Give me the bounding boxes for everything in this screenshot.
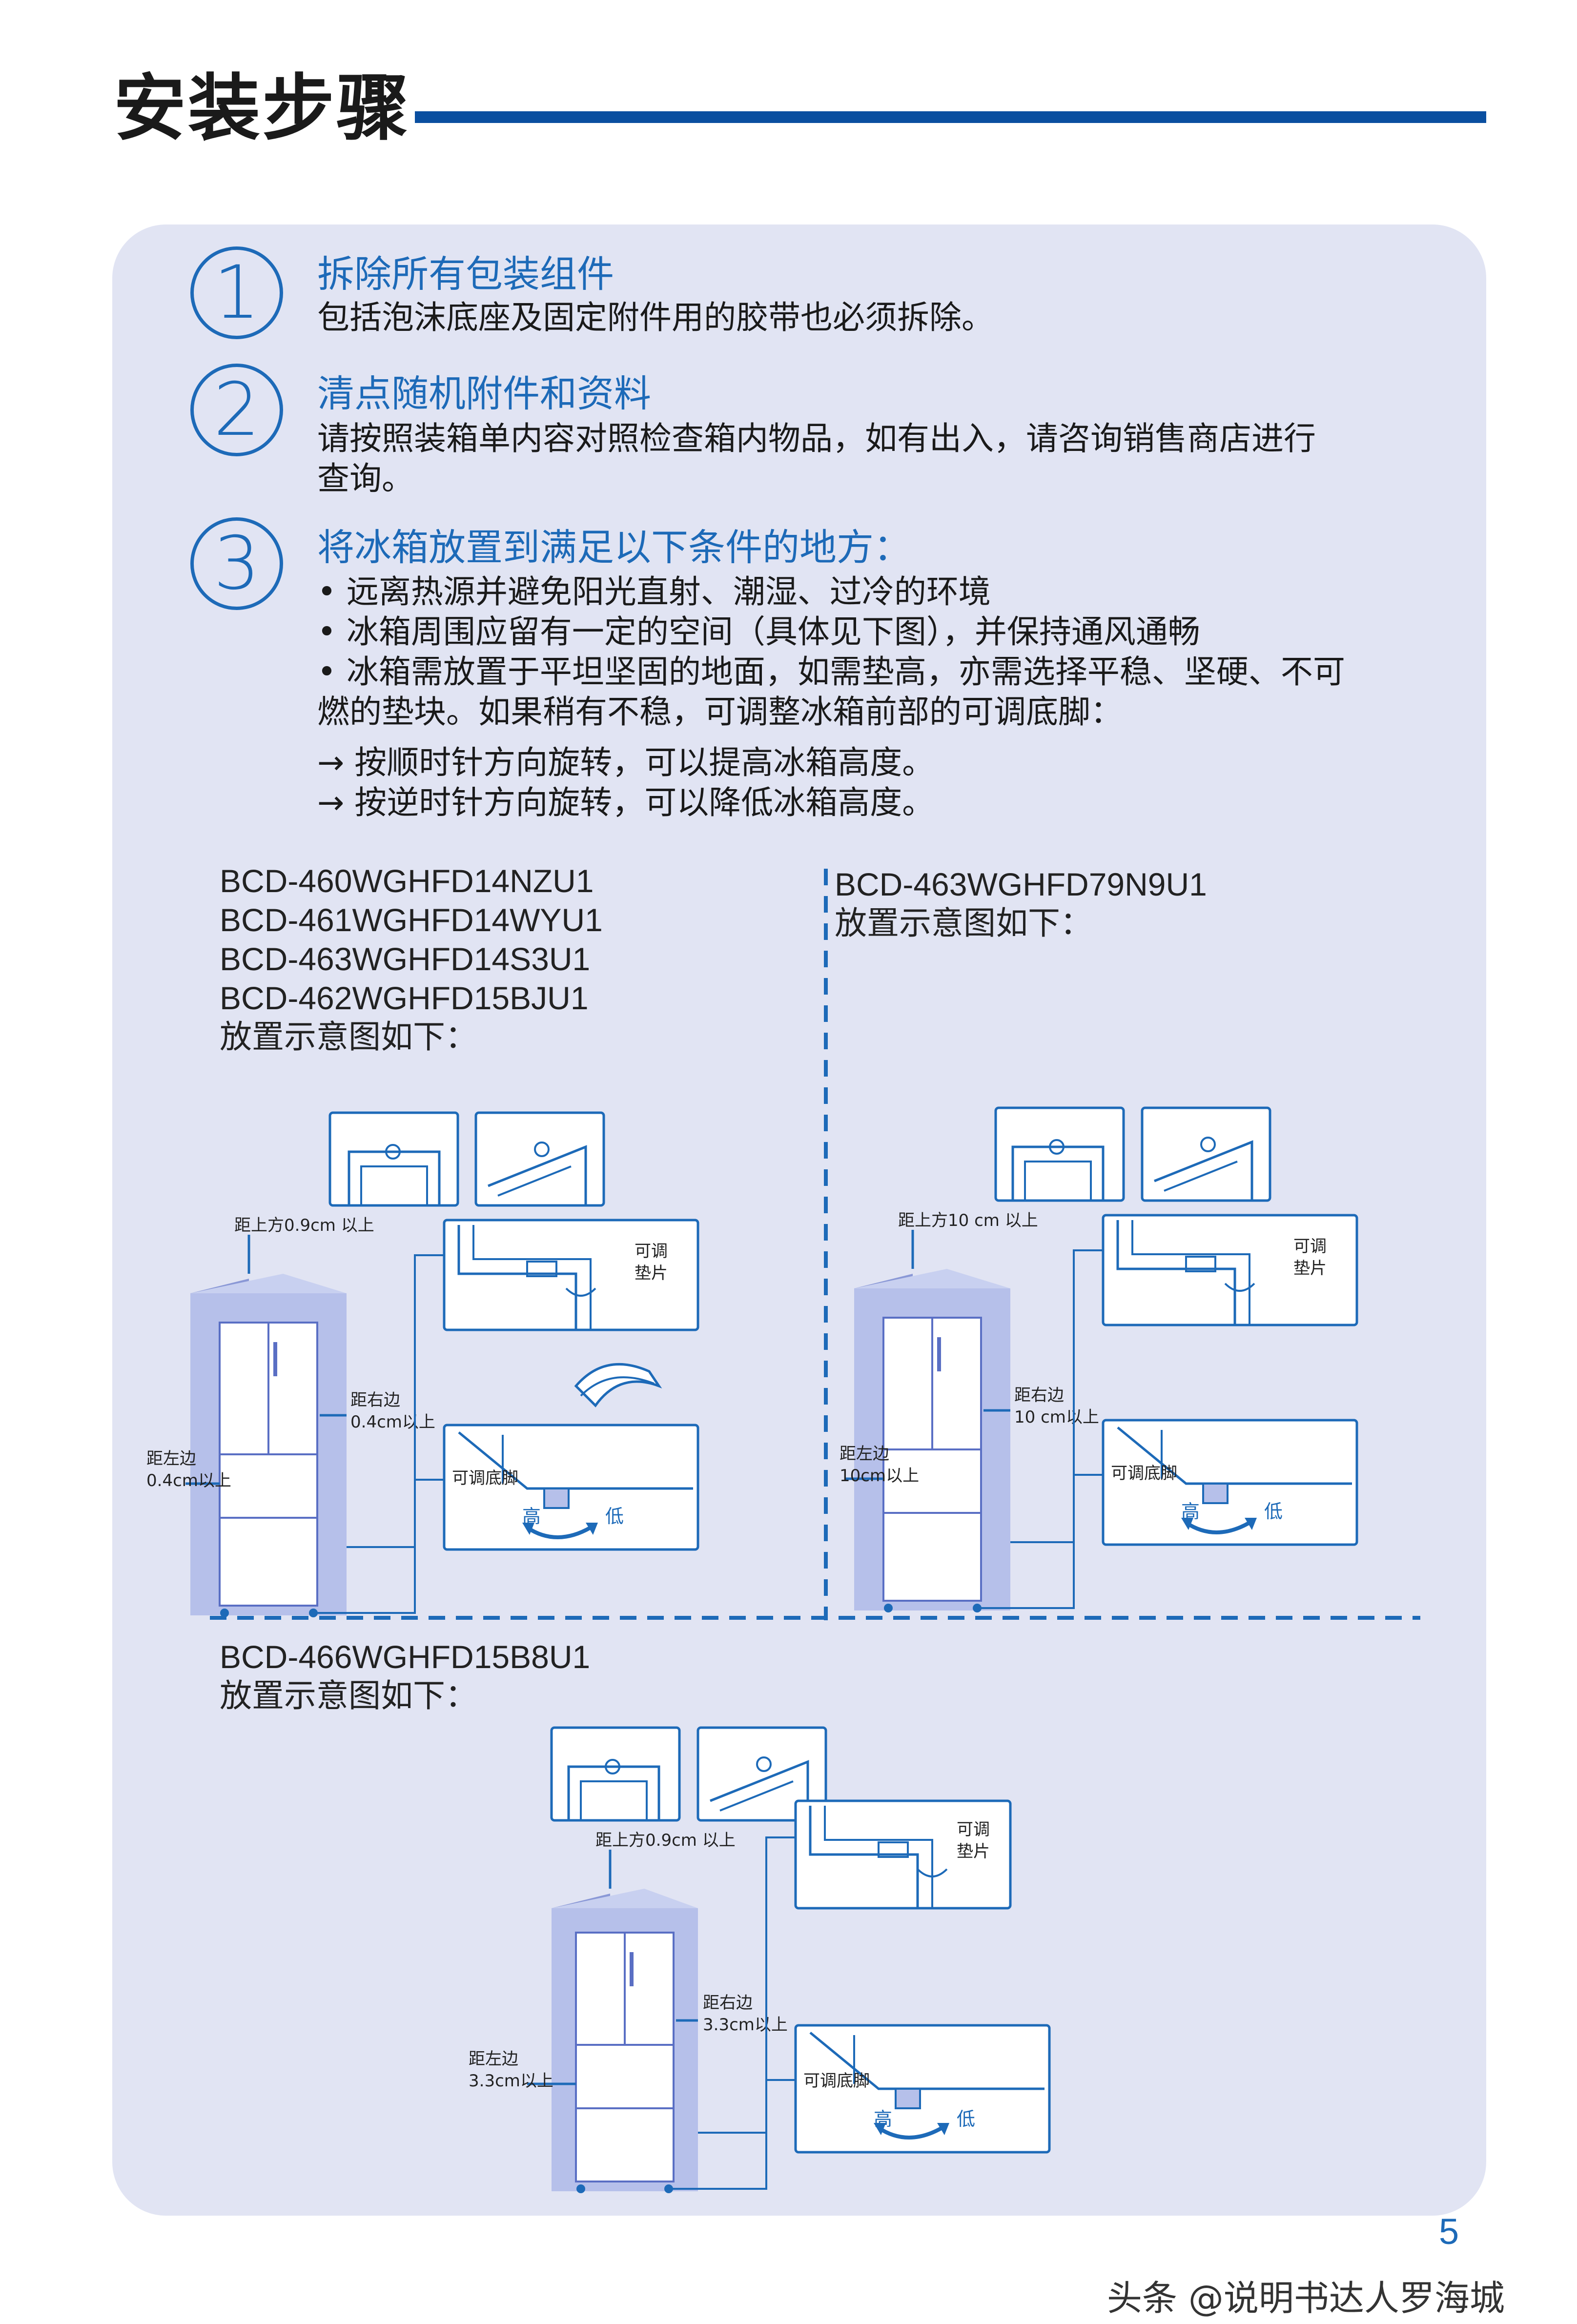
group-a-left-clearance-1: 距左边: [146, 1449, 196, 1468]
group-c-foot-label: 可调底脚: [803, 2071, 870, 2091]
group-b-left-clearance-1: 距左边: [840, 1444, 889, 1464]
title-rule: [415, 111, 1486, 123]
group-b-right-clearance-2: 10 cm以上: [1014, 1407, 1099, 1427]
group-a-shim-label-2: 垫片: [635, 1264, 668, 1283]
group-b-caption: 放置示意图如下：: [835, 904, 1092, 942]
group-c-shim-label-1: 可调: [957, 1820, 990, 1839]
page-title: 安装步骤: [114, 66, 410, 150]
hinge-thumbnail-5: [550, 1726, 681, 1822]
foot-detail-box: [443, 1424, 699, 1551]
group-a-right-clearance-2: 0.4cm以上: [350, 1412, 435, 1432]
step-2-body-line-2: 查询。: [317, 460, 414, 497]
group-a-model-1: BCD-460WGHFD14NZU1: [220, 863, 594, 899]
shim-part-icon: [574, 1363, 662, 1407]
shim-detail-box: [443, 1219, 699, 1331]
hinge-thumbnail-3: [994, 1106, 1125, 1202]
group-a-top-clearance: 距上方0.9cm 以上: [234, 1216, 374, 1235]
step-2-number-icon: 2: [190, 364, 283, 456]
group-c-right-clearance-1: 距右边: [703, 1993, 753, 2013]
group-a-caption: 放置示意图如下：: [220, 1018, 477, 1056]
step-2-body-line-1: 请按照装箱单内容对照检查箱内物品，如有出入，请咨询销售商店进行: [317, 420, 1316, 457]
hinge-thumbnail-4: [1141, 1106, 1271, 1202]
group-a-foot-label: 可调底脚: [452, 1468, 518, 1488]
group-b-foot-label: 可调底脚: [1111, 1464, 1177, 1483]
group-a-shim-label-1: 可调: [635, 1242, 668, 1261]
group-c-top-clearance: 距上方0.9cm 以上: [595, 1831, 736, 1850]
step-3-heading: 将冰箱放置到满足以下条件的地方：: [317, 526, 911, 569]
fridge-illustration: [190, 1274, 347, 1617]
group-a-right-clearance-1: 距右边: [350, 1390, 400, 1410]
group-a-diagram: 距上方0.9cm 以上 距右边 0.4cm以上 距左边 0.4cm以上 可调 垫…: [146, 1111, 699, 1617]
group-c-model-1: BCD-466WGHFD15B8U1: [220, 1639, 591, 1675]
step-3-bullet-3: • 冰箱需放置于平坦坚固的地面，如需垫高，亦需选择平稳、坚硬、不可: [317, 653, 1345, 691]
foot-detail-box-b: [1102, 1419, 1358, 1546]
group-b-top-clearance: 距上方10 cm 以上: [898, 1211, 1038, 1230]
group-a-model-4: BCD-462WGHFD15BJU1: [220, 980, 589, 1016]
watermark: 头条 @说明书达人罗海城: [1107, 2278, 1505, 2319]
step-1-heading: 拆除所有包装组件: [317, 252, 614, 296]
hinge-thumbnail-1: [328, 1111, 459, 1207]
shim-detail-box-c: [794, 1799, 1012, 1910]
group-c-caption: 放置示意图如下：: [220, 1677, 477, 1714]
group-b-high-label: 高: [1181, 1501, 1200, 1522]
group-b-low-label: 低: [1264, 1501, 1283, 1522]
step-1-number-icon: 1: [190, 246, 283, 339]
group-b-shim-label-1: 可调: [1293, 1237, 1327, 1256]
group-a-low-label: 低: [605, 1506, 624, 1527]
step-1-body: 包括泡沫底座及固定附件用的胶带也必须拆除。: [317, 299, 994, 336]
group-b-left-clearance-2: 10cm以上: [840, 1466, 919, 1486]
group-c-right-clearance-2: 3.3cm以上: [703, 2015, 788, 2035]
group-b-model-1: BCD-463WGHFD79N9U1: [835, 866, 1207, 902]
group-a-left-clearance-2: 0.4cm以上: [146, 1471, 231, 1490]
fridge-illustration-c: [552, 1889, 698, 2193]
group-c-diagram: 距上方0.9cm 以上 距右边 3.3cm以上 距左边 3.3cm以上 可调 垫…: [469, 1726, 1051, 2193]
step-2-heading: 清点随机附件和资料: [317, 372, 651, 415]
step-3-number-icon: 3: [190, 517, 283, 610]
divider-lines: [210, 869, 1420, 1620]
group-b-diagram: 距上方10 cm 以上 距右边 10 cm以上 距左边 10cm以上 可调 垫片…: [840, 1106, 1358, 1612]
page-number: 5: [1439, 2211, 1459, 2252]
step-3-bullet-1: • 远离热源并避免阳光直射、潮湿、过冷的环境: [317, 573, 991, 611]
group-a-model-3: BCD-463WGHFD14S3U1: [220, 941, 591, 977]
group-c-shim-label-2: 垫片: [957, 1842, 990, 1861]
foot-detail-box-c: [794, 2024, 1051, 2154]
group-a-model-2: BCD-461WGHFD14WYU1: [220, 902, 603, 938]
group-b-right-clearance-1: 距右边: [1014, 1386, 1064, 1405]
group-c-left-clearance-2: 3.3cm以上: [469, 2071, 553, 2091]
step-3-bullet-2: • 冰箱周围应留有一定的空间（具体见下图），并保持通风通畅: [317, 613, 1200, 651]
group-b-shim-label-2: 垫片: [1293, 1259, 1327, 1278]
step-3-arrow-1: → 按顺时针方向旋转，可以提高冰箱高度。: [317, 744, 935, 781]
step-3-arrow-2: → 按逆时针方向旋转，可以降低冰箱高度。: [317, 784, 935, 821]
content-panel: 1 拆除所有包装组件 包括泡沫底座及固定附件用的胶带也必须拆除。 2 清点随机附…: [112, 224, 1486, 2216]
fridge-illustration-b: [854, 1269, 1010, 1612]
shim-detail-box-b: [1102, 1214, 1358, 1326]
group-a-high-label: 高: [522, 1506, 541, 1527]
group-c-left-clearance-1: 距左边: [469, 2049, 518, 2069]
hinge-thumbnail-2: [474, 1111, 605, 1207]
group-c-high-label: 高: [874, 2108, 892, 2130]
group-c-low-label: 低: [957, 2108, 975, 2130]
step-3-bullet-3-cont: 燃的垫块。如果稍有不稳，可调整冰箱前部的可调底脚：: [317, 693, 1123, 731]
